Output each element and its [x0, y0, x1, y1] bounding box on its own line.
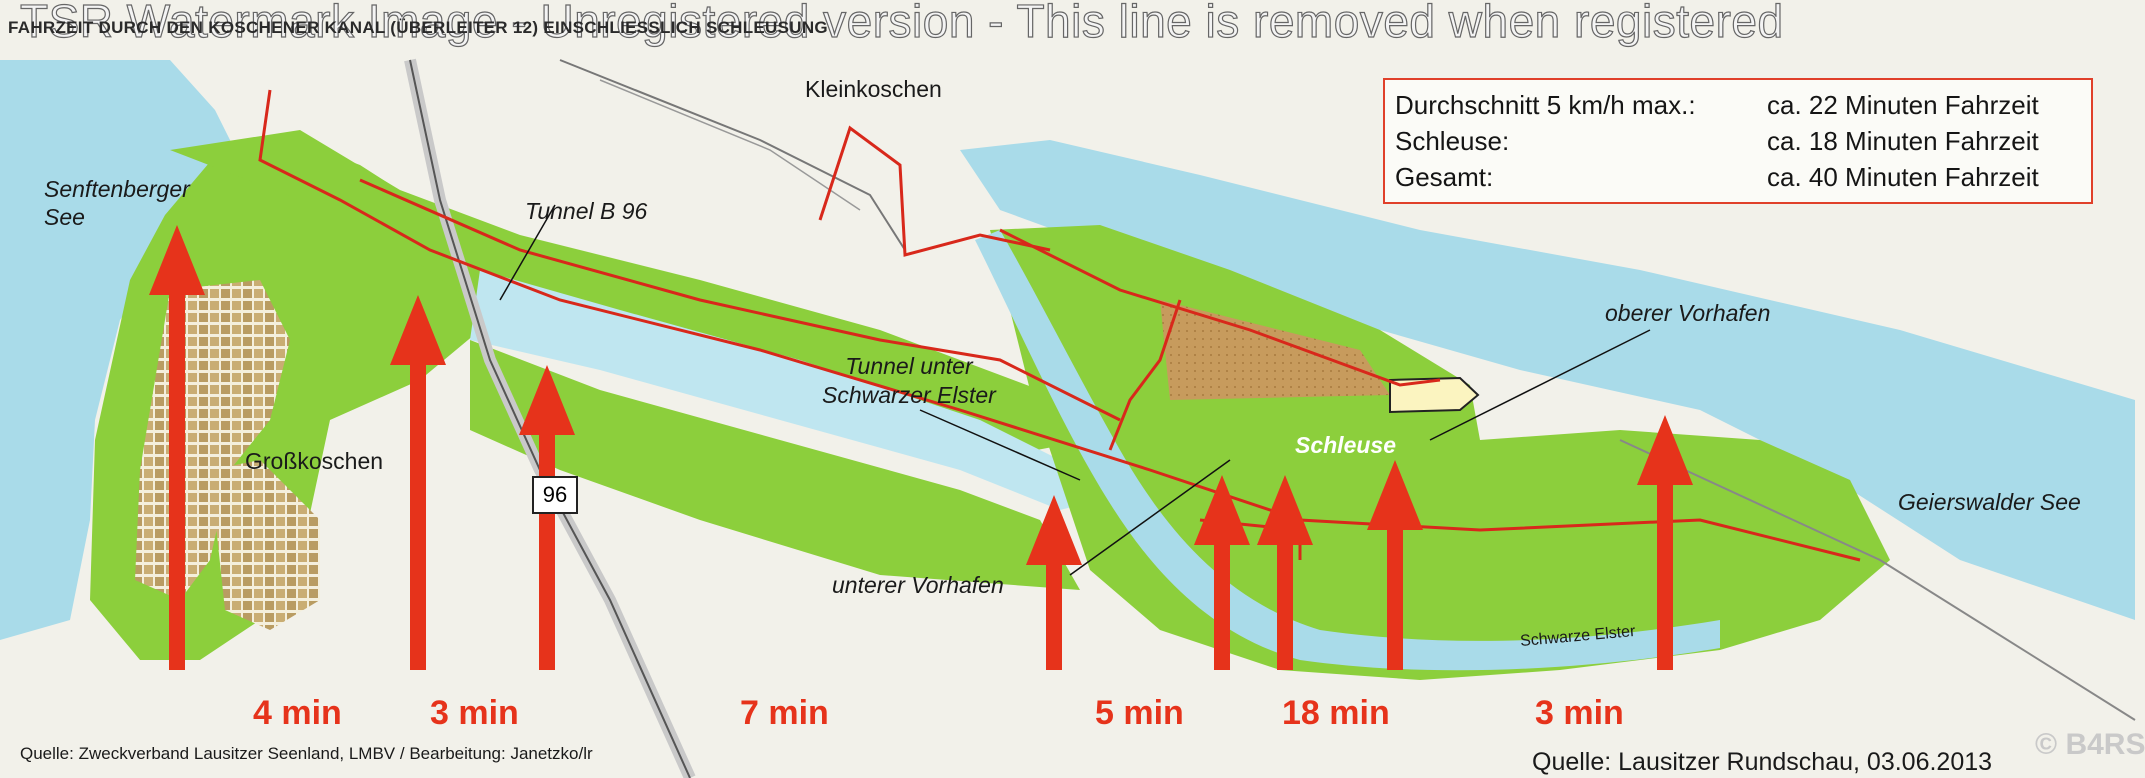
segment-time-5: 18 min [1282, 694, 1390, 732]
segment-time-2: 3 min [430, 694, 519, 732]
land-south-band [470, 340, 1080, 590]
label-unterer-vorhafen: unterer Vorhafen [832, 572, 1004, 598]
segment-time-1: 4 min [253, 694, 342, 732]
watermark-text: TSR Watermark Image - Unregistered versi… [19, 0, 1784, 48]
info-row-label-3: Gesamt: [1395, 162, 1494, 192]
label-tunnel-elster: Tunnel unter Schwarzer Elster [822, 353, 996, 408]
segment-time-4: 5 min [1095, 694, 1184, 732]
label-oberer-vorhafen: oberer Vorhafen [1605, 300, 1771, 326]
info-row-value-1: ca. 22 Minuten Fahrzeit [1767, 90, 2039, 120]
graphic-caption: FAHRZEIT DURCH DEN KOSCHENER KANAL (ÜBER… [8, 18, 828, 37]
label-senftenberger-see: Senftenberger See [44, 176, 190, 230]
route-line-kleinkoschen [818, 125, 1051, 257]
route-line-east [999, 228, 1441, 387]
segment-arrow-6 [1257, 475, 1313, 670]
source-credit-right: Quelle: Lausitzer Rundschau, 03.06.2013 [1532, 748, 1993, 776]
info-row-value-2: ca. 18 Minuten Fahrzeit [1767, 126, 2039, 156]
grosskoschen-plots-south [210, 460, 320, 630]
route-line-north [359, 178, 1121, 422]
segment-time-3: 7 min [740, 694, 829, 732]
mining-area [1160, 300, 1390, 400]
segment-arrow-8 [1637, 415, 1693, 670]
info-row-label-1: Durchschnitt 5 km/h max.: [1395, 90, 1696, 120]
segment-arrow-4 [1026, 495, 1082, 670]
label-tunnel-b96: Tunnel B 96 [525, 198, 648, 224]
road-sign-b96: 96 [532, 476, 578, 514]
canal-west-water [470, 270, 1100, 510]
label-geierswalder-see: Geierswalder See [1898, 489, 2081, 515]
land-north-band [170, 130, 1090, 455]
route-line-main [258, 89, 1861, 562]
source-credit-left: Quelle: Zweckverband Lausitzer Seenland,… [20, 744, 593, 763]
label-schleuse: Schleuse [1295, 432, 1396, 458]
schleuse-structure [1389, 376, 1480, 414]
info-row-value-3: ca. 40 Minuten Fahrzeit [1767, 162, 2039, 192]
segment-arrow-7 [1367, 460, 1423, 670]
schwarze-elster-river [975, 230, 1720, 671]
travel-time-box: Durchschnitt 5 km/h max.: ca. 22 Minuten… [1383, 78, 2093, 204]
segment-arrow-5 [1194, 475, 1250, 670]
copyright-stamp: © B4RS [2035, 728, 2145, 761]
segment-arrow-2 [390, 295, 446, 670]
label-grosskoschen: Großkoschen [245, 448, 384, 474]
segment-time-6: 3 min [1535, 694, 1624, 732]
segment-arrows [149, 225, 1693, 670]
railway [559, 59, 906, 251]
pointer-tunnel-b96 [499, 204, 556, 301]
pointer-unterer [1069, 459, 1231, 576]
pointer-tunnel-elster [919, 409, 1081, 481]
geierswalder-see-water [960, 140, 2135, 620]
label-kleinkoschen: Kleinkoschen [805, 76, 942, 102]
pointer-oberer [1429, 329, 1651, 441]
segment-arrow-1 [149, 225, 205, 670]
info-row-label-2: Schleuse: [1395, 126, 1510, 156]
